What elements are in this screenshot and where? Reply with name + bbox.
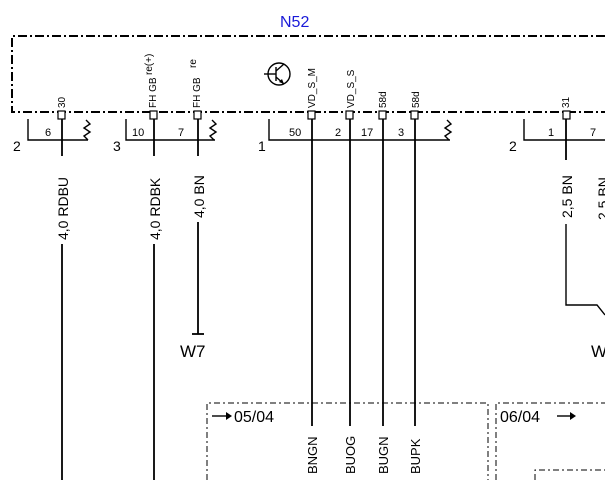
- terminal-fhgb1-label: FH GB: [148, 77, 159, 108]
- terminal-30-label: 30: [57, 96, 68, 108]
- pin-number: 17: [361, 127, 373, 139]
- wire-label: 2,5 BN: [559, 175, 575, 218]
- wire-label: BNGN: [305, 436, 320, 474]
- pin-numbers: 6 10 7 50 2 17 3 1 7: [45, 127, 596, 139]
- wire-labels: 4,0 RDBU 4,0 RDBK 4,0 BN BNGN BUOG BUGN …: [55, 175, 605, 474]
- reference-boxes: 05/04 06/04: [206, 402, 605, 480]
- ground-w-label: W: [591, 342, 605, 361]
- wire-label: 4,0 RDBU: [55, 177, 71, 240]
- terminal-labels: 30 FH GB re(+) FH GB re VD_S_M VD_S_S 58…: [57, 54, 572, 108]
- terminal-fhgb2-sup: re: [188, 59, 199, 68]
- module-title: N52: [280, 14, 309, 31]
- terminal-58d-a-label: 58d: [378, 91, 389, 108]
- pin-number: 7: [178, 127, 184, 139]
- wire-label: BUPK: [408, 438, 423, 474]
- reference-05-04: 05/04: [212, 409, 274, 426]
- wire-label: 4,0 RDBK: [147, 177, 163, 240]
- terminal-31-label: 31: [561, 96, 572, 108]
- connector-brackets: [27, 119, 605, 141]
- wire-label: 4,0 BN: [191, 175, 207, 218]
- terminal-fhgb1-sup: re(+): [144, 54, 155, 75]
- wire-label: BUGN: [376, 436, 391, 474]
- pin-number: 50: [289, 127, 301, 139]
- connector-1-number: 1: [258, 138, 266, 154]
- pin-number: 3: [398, 127, 404, 139]
- wire-label: 2,5 BN: [595, 177, 605, 220]
- reference-06-04: 06/04: [500, 409, 576, 426]
- terminal-58d-b-label: 58d: [411, 91, 422, 108]
- pin-number: 2: [335, 127, 341, 139]
- pin-markers: [57, 110, 571, 120]
- ground-labels: W7 W: [180, 342, 605, 361]
- terminal-fhgb2-label: FH GB: [192, 77, 203, 108]
- transistor-icon: [264, 62, 291, 86]
- pin-number: 10: [132, 127, 144, 139]
- connector-3-number: 3: [113, 138, 121, 154]
- connector-2b-number: 2: [509, 138, 517, 154]
- reference-05-04-label: 05/04: [234, 409, 274, 426]
- reference-06-04-label: 06/04: [500, 409, 540, 426]
- terminal-vdss-label: VD_S_S: [346, 69, 357, 108]
- pin-number: 7: [590, 127, 596, 139]
- connector-numbers: 2 3 1 2: [13, 138, 517, 154]
- wire-label: BUOG: [343, 436, 358, 474]
- pin-number: 1: [548, 127, 554, 139]
- wires: [61, 119, 605, 480]
- terminal-vdsm-label: VD_S_M: [307, 68, 318, 108]
- connector-2a-number: 2: [13, 138, 21, 154]
- pin-number: 6: [45, 127, 51, 139]
- ground-w7-label: W7: [180, 342, 206, 361]
